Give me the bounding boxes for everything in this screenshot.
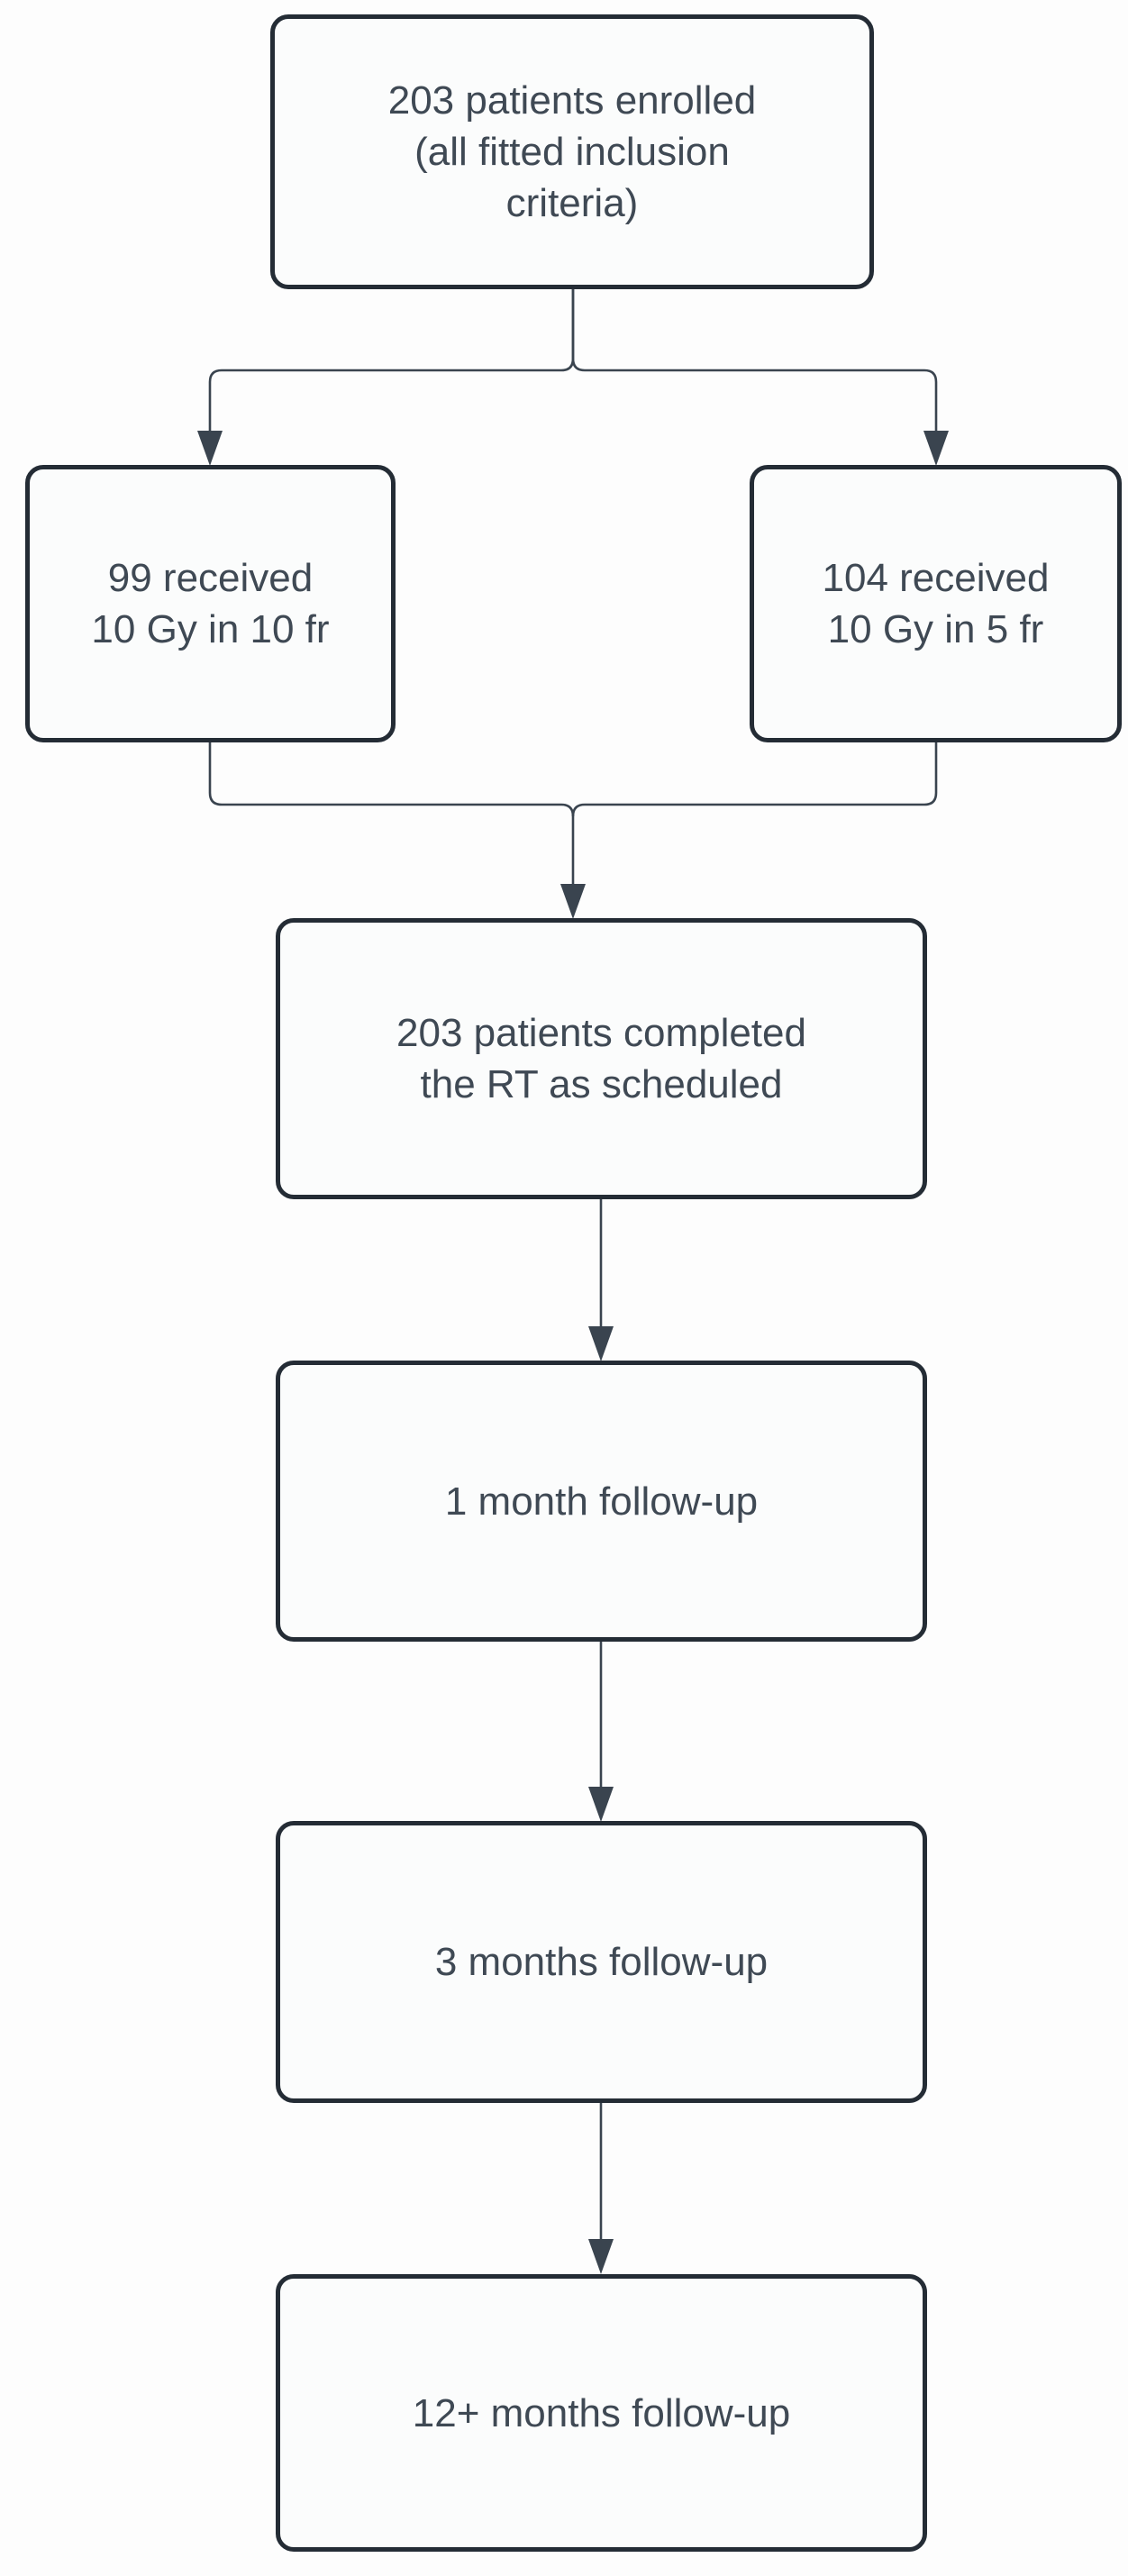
arrowhead-completed-rt — [560, 884, 586, 919]
node-text-line: criteria) — [505, 181, 639, 225]
edge-enrolled-to-arm-5fr — [571, 289, 938, 432]
node-text-line: the RT as scheduled — [420, 1062, 783, 1106]
flow-node-fu-12-months: 12+ months follow-up — [276, 2274, 927, 2552]
flow-node-completed-rt: 203 patients completed the RT as schedul… — [276, 918, 927, 1199]
edge-arm-5fr-to-completed-rt — [571, 742, 938, 817]
node-text-line: 99 received — [107, 556, 314, 600]
arrowhead-fu-12-months — [588, 2239, 614, 2274]
arrowhead-arm-5fr — [923, 431, 949, 466]
node-text-line: 12+ months follow-up — [412, 2390, 791, 2435]
edge-arm-10fr-to-completed-rt — [208, 742, 575, 884]
arrowhead-fu-3-months — [588, 1787, 614, 1822]
arrowhead-fu-1-month — [588, 1326, 614, 1361]
node-text-line: 203 patients enrolled — [387, 78, 757, 123]
node-text-line: (all fitted inclusion — [414, 130, 730, 174]
flow-node-fu-1-month: 1 month follow-up — [276, 1361, 927, 1642]
arrowhead-arm-10fr — [197, 431, 223, 466]
flow-node-arm-10fr: 99 received 10 Gy in 10 fr — [25, 465, 396, 742]
flow-node-enrolled: 203 patients enrolled (all fitted inclus… — [270, 14, 874, 289]
node-text-line: 203 patients completed — [396, 1011, 806, 1055]
edge-enrolled-to-arm-10fr — [208, 289, 575, 432]
flow-node-fu-3-months: 3 months follow-up — [276, 1821, 927, 2103]
node-text-line: 104 received — [822, 556, 1050, 600]
node-text-line: 10 Gy in 10 fr — [91, 607, 330, 651]
node-text-line: 3 months follow-up — [434, 1940, 769, 1984]
node-text-line: 1 month follow-up — [444, 1479, 759, 1524]
node-text-line: 10 Gy in 5 fr — [827, 607, 1044, 651]
flow-node-arm-5fr: 104 received 10 Gy in 5 fr — [750, 465, 1122, 742]
